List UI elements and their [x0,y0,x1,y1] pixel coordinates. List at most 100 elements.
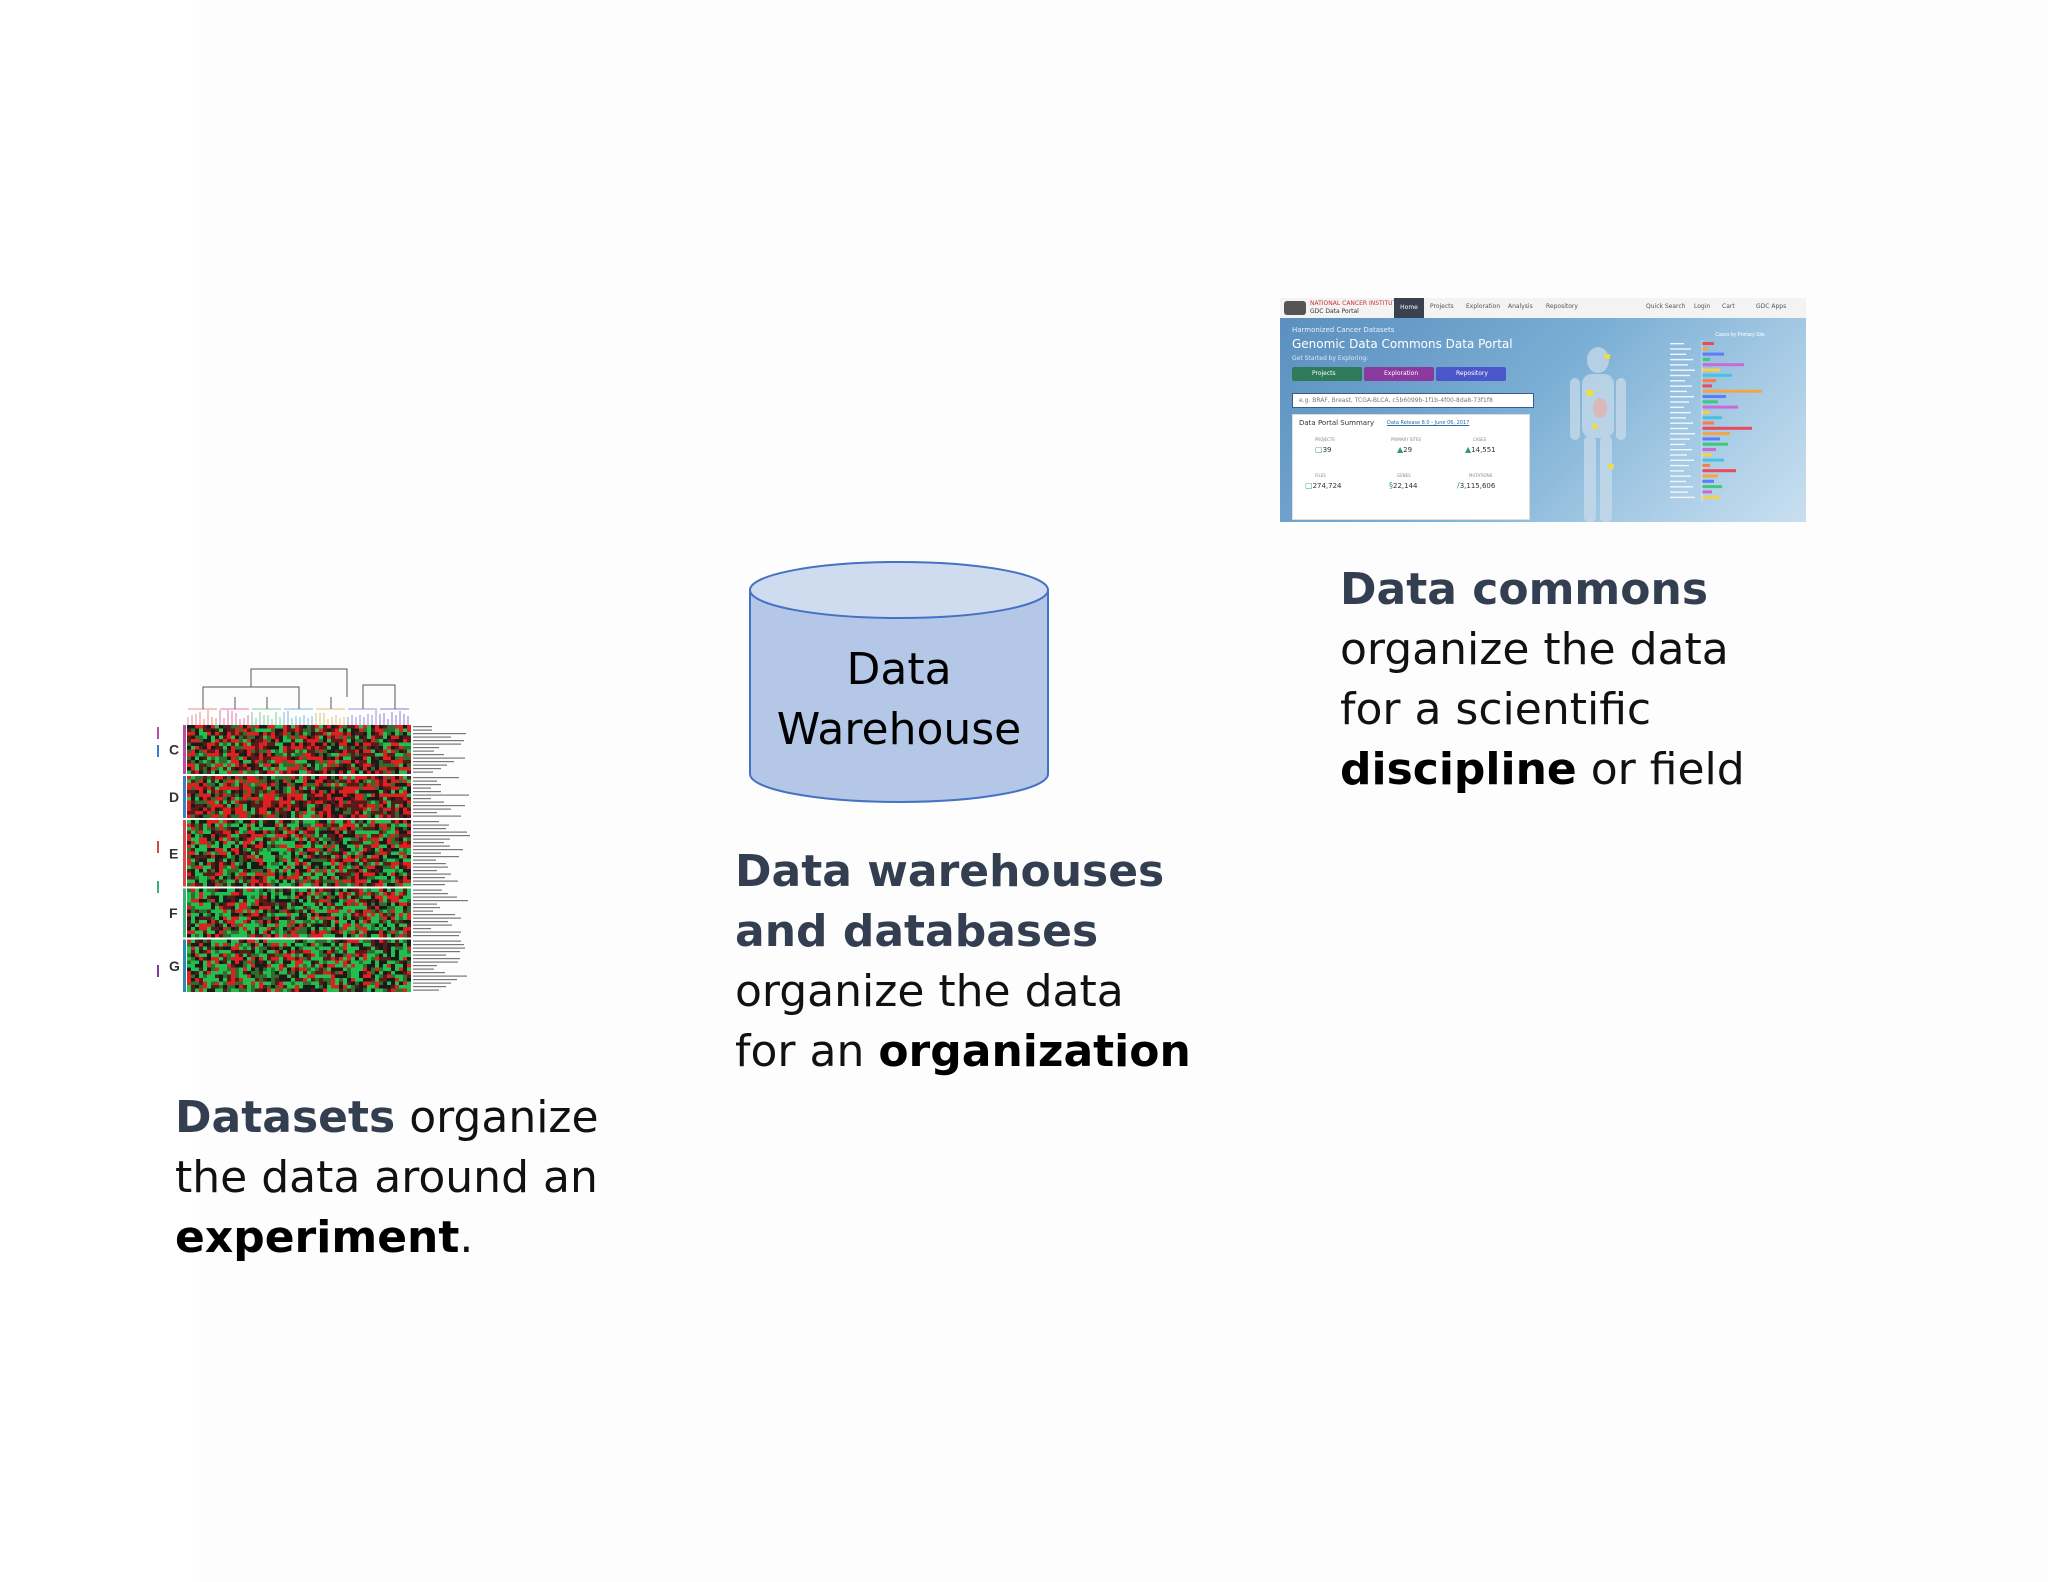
heatmap-cell [395,848,399,852]
heatmap-cell [279,728,283,732]
heatmap-cell [403,783,407,787]
heatmap-cell [275,879,279,883]
heatmap-cell [363,934,367,938]
heatmap-cell [347,971,351,975]
heatmap-cell [335,767,339,771]
heatmap-cell [395,841,399,845]
heatmap-cell [383,930,387,934]
heatmap-cell [383,876,387,880]
heatmap-cell [327,950,331,954]
heatmap-cell [347,749,351,753]
heatmap-cell [231,895,235,899]
heatmap-cell [307,906,311,910]
heatmap-cell [327,899,331,903]
heatmap-cell [331,865,335,869]
heatmap-cell [243,872,247,876]
heatmap-cell [383,834,387,838]
heatmap-cell [247,879,251,883]
gdc-bar-label [1670,464,1689,467]
heatmap-cell [235,790,239,794]
caption-warehouse-text: organize the data for an [735,966,1124,1077]
heatmap-cell [371,974,375,978]
heatmap-cell [407,913,411,917]
heatmap-cell [363,793,367,797]
heatmap-cell [303,746,307,750]
heatmap-cell [355,767,359,771]
heatmap-cell [343,906,347,910]
heatmap-cell [331,858,335,862]
heatmap-cell [347,988,351,992]
heatmap-cell [327,793,331,797]
heatmap-cell [331,776,335,780]
heatmap-cell [187,786,191,790]
heatmap-cell [335,783,339,787]
heatmap-cell [279,827,283,831]
heatmap-cell [379,749,383,753]
heatmap-cell [303,930,307,934]
heatmap-cell [223,841,227,845]
heatmap-cell [307,960,311,964]
heatmap-cell [275,814,279,818]
heatmap-cell [291,981,295,985]
heatmap-cell [231,909,235,913]
heatmap-cell [279,742,283,746]
heatmap-cell [355,732,359,736]
heatmap-cell [243,837,247,841]
heatmap-cell [379,985,383,989]
heatmap-cell [263,742,267,746]
heatmap-cell [195,953,199,957]
gene-label-line [413,754,444,756]
heatmap-cell [363,923,367,927]
heatmap-cell [227,988,231,992]
heatmap-cell [407,943,411,947]
heatmap-cell [239,916,243,920]
heatmap-cell [323,820,327,824]
heatmap-cell [259,902,263,906]
heatmap-cell [223,950,227,954]
heatmap-cell [399,841,403,845]
heatmap-cell [303,739,307,743]
heatmap-cell [199,834,203,838]
heatmap-cell [267,786,271,790]
heatmap-cell [291,872,295,876]
heatmap-cell [279,834,283,838]
cluster-separator [187,937,411,940]
heatmap-cell [203,763,207,767]
heatmap-cell [407,800,411,804]
heatmap-cell [327,869,331,873]
heatmap-cell [391,916,395,920]
heatmap-cell [335,820,339,824]
heatmap-cell [195,827,199,831]
heatmap-cell [271,770,275,774]
heatmap-cell [191,756,195,760]
heatmap-cell [343,827,347,831]
gdc-button-projects: Projects [1292,367,1362,381]
heatmap-cell [239,807,243,811]
heatmap-cell [259,872,263,876]
heatmap-cell [395,927,399,931]
heatmap-cell [259,967,263,971]
heatmap-cell [295,988,299,992]
heatmap-cell [375,909,379,913]
heatmap-cell [187,865,191,869]
heatmap-cell [291,930,295,934]
heatmap-cell [263,946,267,950]
heatmap-cell [343,960,347,964]
heatmap-cell [311,820,315,824]
heatmap-cell [351,779,355,783]
heatmap-cell [315,960,319,964]
heatmap-cell [263,844,267,848]
heatmap-cell [339,988,343,992]
heatmap-cell [275,899,279,903]
heatmap-cell [203,790,207,794]
heatmap-cell [243,950,247,954]
gene-label-line [413,935,459,937]
heatmap-cell [279,920,283,924]
heatmap-cell [279,786,283,790]
heatmap-cell [391,814,395,818]
heatmap-cell [343,804,347,808]
heatmap-cell [291,776,295,780]
heatmap-cell [327,834,331,838]
heatmap-cell [339,763,343,767]
heatmap-cell [191,820,195,824]
